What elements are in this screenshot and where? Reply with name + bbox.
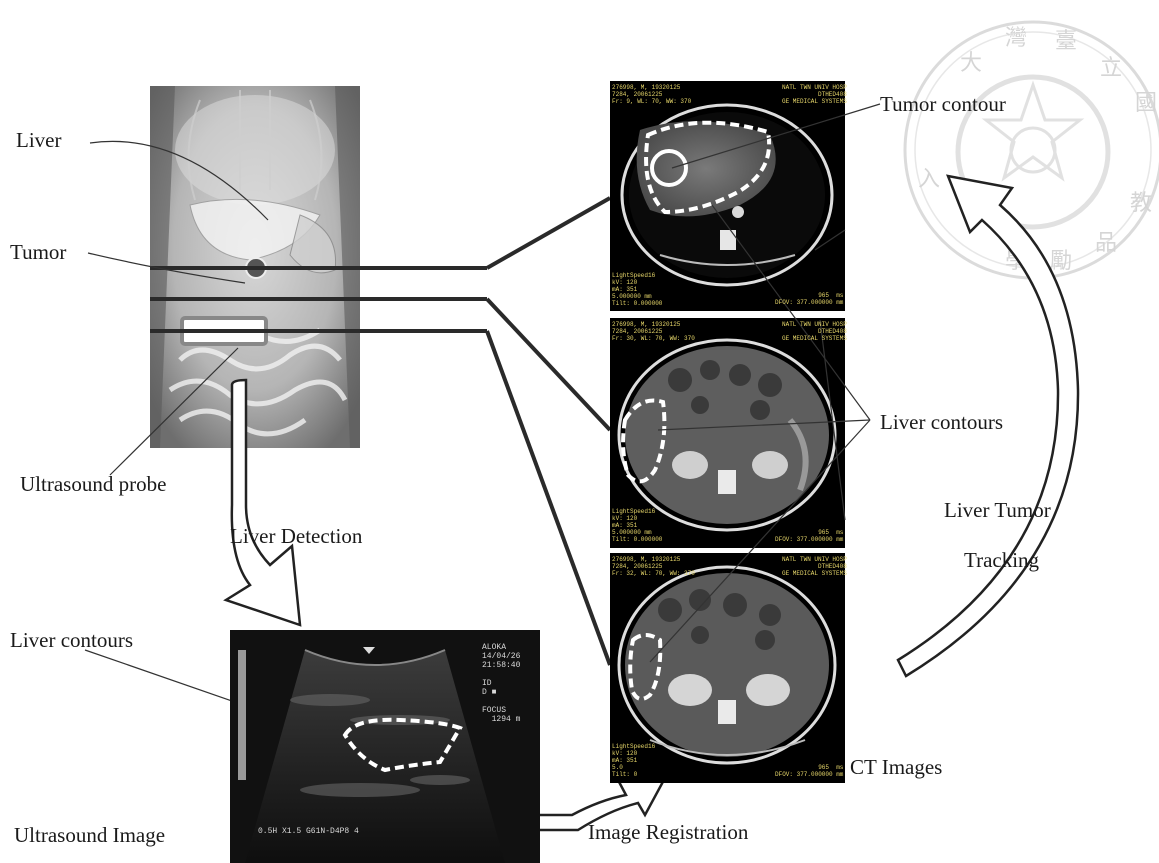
label-tumor-contour: Tumor contour [880,92,1006,117]
us-top-right-info: ALOKA 14/04/26 21:58:40 ID D ■ FOCUS 129… [482,643,520,724]
ct3-footer-left: LightSpeed16 kV: 120 mA: 351 5.0 Tilt: 0 [612,743,655,778]
svg-text:灣: 灣 [1005,26,1027,51]
label-ultrasound-image: Ultrasound Image [14,823,165,848]
svg-text:立: 立 [1100,56,1122,81]
label-liver-contours-left: Liver contours [10,628,133,653]
svg-text:國: 國 [1135,91,1157,116]
ct3-header-right: NATL TWN UNIV HOSP DTHED408 GE MEDICAL S… [782,556,847,577]
ct1-footer-left: LightSpeed16 kV: 120 mA: 351 5.000000 mm… [612,272,662,307]
svg-text:教: 教 [1130,191,1152,216]
ct2-header-left: 276998, M, 19320125 7284, 20061225 Fr: 3… [612,321,695,342]
label-image-registration: Image Registration [588,820,748,845]
ct2-footer-left: LightSpeed16 kV: 120 mA: 351 5.000000 mm… [612,508,662,543]
ct2-header-right: NATL TWN UNIV HOSP DTHED408 GE MEDICAL S… [782,321,847,342]
svg-text:臺: 臺 [1055,29,1077,54]
ct1-footer-right: 965 ms DFOV: 377.000000 mm [775,292,843,306]
ct1-header-right: NATL TWN UNIV HOSP DTHED408 GE MEDICAL S… [782,84,847,105]
us-bottom-info: 0.5H X1.5 G61N-D4P8 4 [258,827,359,836]
svg-text:品: 品 [1095,231,1117,256]
label-ultrasound-probe: Ultrasound probe [20,472,166,497]
svg-text:大: 大 [960,51,982,76]
label-liver-detection: Liver Detection [230,524,362,549]
ct1-header-left: 276998, M, 19320125 7284, 20061225 Fr: 9… [612,84,691,105]
label-liver-contours-right: Liver contours [880,410,1003,435]
svg-text:入: 入 [918,167,940,192]
label-tracking: Tracking [964,548,1039,573]
ct3-header-left: 276998, M, 19320125 7284, 20061225 Fr: 3… [612,556,695,577]
svg-text:勵: 勵 [1050,249,1072,274]
label-tumor: Tumor [10,240,66,265]
label-liver: Liver [16,128,61,153]
label-liver-tumor: Liver Tumor [944,498,1051,523]
ct2-footer-right: 965 ms DFOV: 377.000000 mm [775,529,843,543]
ct3-footer-right: 965 ms DFOV: 377.000000 mm [775,764,843,778]
label-ct-images: CT Images [850,755,942,780]
